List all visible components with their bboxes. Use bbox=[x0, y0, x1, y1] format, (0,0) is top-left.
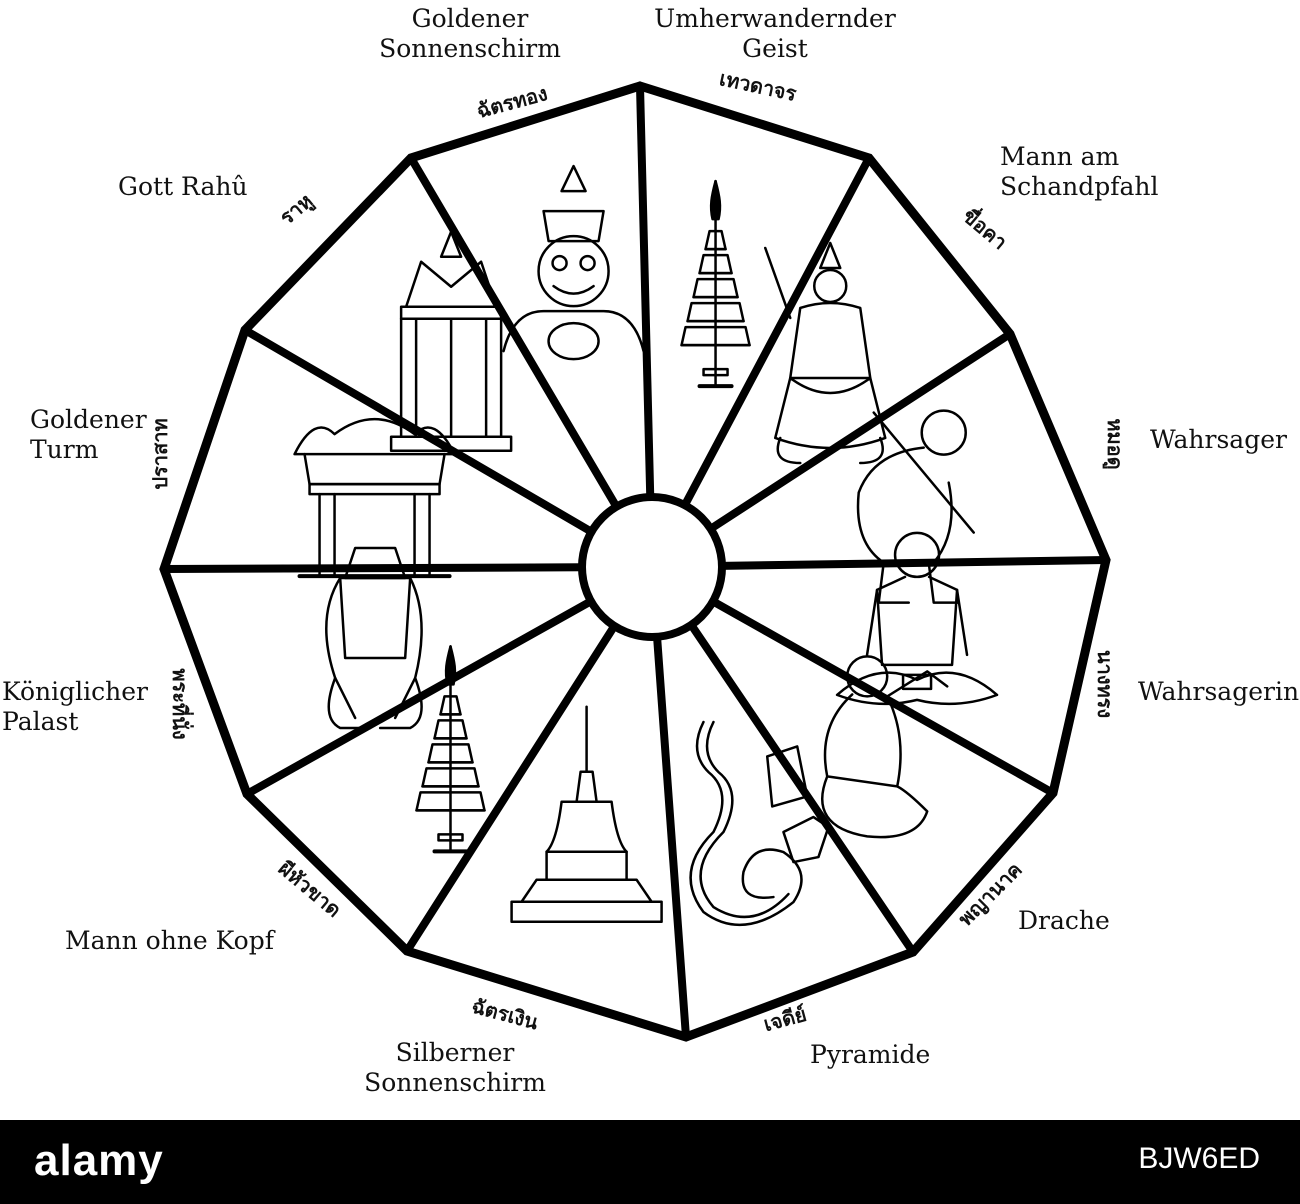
thai-label-goldener-turm: ปราสาท bbox=[148, 418, 172, 490]
image-code: BJW6ED bbox=[1138, 1142, 1260, 1175]
spoke-line bbox=[680, 154, 873, 510]
label-line: Turm bbox=[30, 435, 99, 464]
label-line: Drache bbox=[1018, 906, 1110, 935]
label-wahrsager: Wahrsager bbox=[1150, 425, 1287, 455]
thai-label-wahrsagerin: นางทรง bbox=[1093, 649, 1117, 719]
wahrsagerin-icon bbox=[765, 655, 949, 839]
koeniglicher-palast-icon bbox=[293, 417, 456, 579]
label-drache: Drache bbox=[1018, 906, 1110, 936]
spoke-line bbox=[653, 632, 690, 1041]
thai-label-koeniglicher-palast: พระที่นั่ง bbox=[168, 668, 192, 740]
label-line: Wahrsagerin bbox=[1138, 677, 1300, 706]
thai-label-wahrsager: หมอดู bbox=[1103, 418, 1127, 470]
label-line: Königlicher bbox=[2, 677, 148, 706]
label-line: Goldener bbox=[411, 4, 529, 33]
label-line: Sonnenschirm bbox=[364, 1068, 546, 1097]
spoke-line bbox=[160, 563, 587, 573]
label-line: Geist bbox=[742, 34, 808, 63]
pyramide-icon bbox=[510, 705, 663, 923]
label-wahrsagerin: Wahrsagerin bbox=[1138, 677, 1299, 707]
spoke-line bbox=[636, 82, 655, 502]
label-line: Wahrsager bbox=[1150, 425, 1287, 454]
label-line: Mann am bbox=[1000, 142, 1120, 171]
spoke-line bbox=[717, 556, 1110, 570]
goldener-sonnenschirm-icon bbox=[680, 179, 751, 389]
label-line: Umherwandernder bbox=[654, 4, 896, 33]
umherwandernder-geist-icon bbox=[764, 241, 887, 465]
label-line: Schandpfahl bbox=[1000, 172, 1159, 201]
spoke-line bbox=[706, 330, 1014, 533]
watermark-bar: alamy BJW6ED bbox=[0, 1120, 1300, 1204]
label-line: Sonnenschirm bbox=[379, 34, 561, 63]
alamy-logo: alamy bbox=[34, 1136, 164, 1185]
spoke-line bbox=[241, 326, 596, 536]
drache-icon bbox=[689, 720, 830, 927]
label-line: Silberner bbox=[395, 1038, 515, 1067]
center-hub bbox=[578, 493, 726, 641]
label-line: Mann ohne Kopf bbox=[65, 926, 274, 955]
label-gott-rahu: Gott Rahû bbox=[118, 172, 248, 202]
spoke-line bbox=[403, 622, 619, 955]
spoke-line bbox=[687, 620, 917, 956]
label-pyramide: Pyramide bbox=[810, 1040, 930, 1070]
label-line: Gott Rahû bbox=[118, 172, 248, 201]
label-mann-ohne-kopf: Mann ohne Kopf bbox=[65, 926, 274, 956]
label-line: Palast bbox=[2, 707, 79, 736]
spoke-line bbox=[708, 597, 1057, 797]
spoke-line bbox=[243, 597, 595, 798]
label-line: Goldener bbox=[30, 405, 147, 434]
mann-am-schandpfahl-icon bbox=[856, 409, 975, 604]
label-line: Pyramide bbox=[810, 1040, 931, 1069]
spoke-line bbox=[407, 154, 621, 511]
